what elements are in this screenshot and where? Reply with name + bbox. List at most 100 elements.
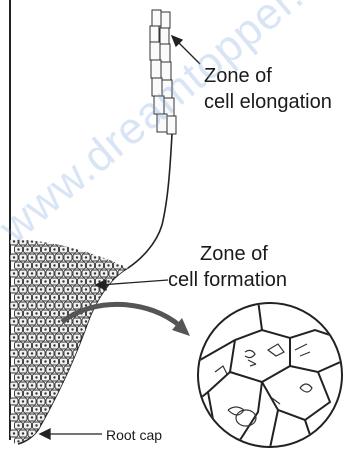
- cell: [91, 398, 99, 405]
- cell-nucleus: [49, 272, 51, 274]
- cell: [114, 374, 122, 381]
- cell-nucleus: [53, 296, 55, 298]
- cell-nucleus: [62, 376, 64, 378]
- cell: [114, 246, 122, 253]
- cell: [46, 414, 54, 421]
- cell: [96, 390, 104, 397]
- cell: [55, 238, 63, 245]
- cell-nucleus: [58, 320, 60, 322]
- cell-nucleus: [53, 440, 55, 442]
- cell-nucleus: [116, 360, 118, 362]
- cell-nucleus: [103, 368, 105, 370]
- cell: [87, 390, 95, 397]
- cell-nucleus: [112, 352, 114, 354]
- cell-nucleus: [85, 400, 87, 402]
- cell-nucleus: [13, 416, 15, 418]
- cell-nucleus: [17, 328, 19, 330]
- cell: [100, 446, 108, 453]
- cell-nucleus: [31, 272, 33, 274]
- cell: [105, 358, 113, 365]
- cell-nucleus: [121, 240, 123, 242]
- cell-nucleus: [116, 376, 118, 378]
- cell-nucleus: [89, 392, 91, 394]
- cell-nucleus: [53, 248, 55, 250]
- cell-nucleus: [103, 448, 105, 450]
- cell-nucleus: [130, 368, 132, 370]
- cell-nucleus: [53, 392, 55, 394]
- cell-nucleus: [98, 392, 100, 394]
- cell-nucleus: [13, 320, 15, 322]
- cell-nucleus: [17, 440, 19, 442]
- cell-nucleus: [103, 416, 105, 418]
- root-cap-label: Root cap: [106, 428, 162, 442]
- cell-nucleus: [134, 264, 136, 266]
- cell-nucleus: [22, 336, 24, 338]
- cell-nucleus: [26, 264, 28, 266]
- cell-nucleus: [134, 248, 136, 250]
- cell-nucleus: [80, 328, 82, 330]
- cell: [87, 358, 95, 365]
- cell-nucleus: [35, 440, 37, 442]
- cell: [127, 286, 135, 293]
- cell: [73, 398, 81, 405]
- cell-nucleus: [94, 368, 96, 370]
- cell: [132, 374, 140, 381]
- cell: [118, 334, 126, 341]
- cell: [73, 446, 81, 453]
- cell: [82, 414, 90, 421]
- cell-nucleus: [76, 320, 78, 322]
- cell-nucleus: [94, 448, 96, 450]
- cell: [118, 238, 126, 245]
- cell-nucleus: [17, 264, 19, 266]
- cell: [60, 422, 68, 429]
- cell-nucleus: [80, 264, 82, 266]
- cell-nucleus: [67, 448, 69, 450]
- cell: [82, 350, 90, 357]
- cell-nucleus: [22, 352, 24, 354]
- cell-nucleus: [62, 328, 64, 330]
- cell-nucleus: [22, 256, 24, 258]
- cell-nucleus: [17, 408, 19, 410]
- cell: [87, 406, 95, 413]
- cell: [96, 438, 104, 445]
- cell-nucleus: [49, 384, 51, 386]
- cell-nucleus: [76, 288, 78, 290]
- cell-nucleus: [13, 368, 15, 370]
- cell-nucleus: [53, 360, 55, 362]
- rootcap-arrowhead: [40, 429, 50, 439]
- cell-nucleus: [17, 376, 19, 378]
- cell-nucleus: [112, 336, 114, 338]
- cell-nucleus: [121, 400, 123, 402]
- cell-nucleus: [116, 264, 118, 266]
- cell: [87, 374, 95, 381]
- cell-nucleus: [116, 296, 118, 298]
- cell-nucleus: [80, 248, 82, 250]
- cell-nucleus: [112, 288, 114, 290]
- cell: [105, 374, 113, 381]
- cell-nucleus: [89, 296, 91, 298]
- cell-nucleus: [49, 336, 51, 338]
- cell-nucleus: [26, 360, 28, 362]
- cell-nucleus: [53, 328, 55, 330]
- cell-nucleus: [31, 432, 33, 434]
- cell-nucleus: [35, 312, 37, 314]
- cell-nucleus: [71, 344, 73, 346]
- cell-nucleus: [89, 344, 91, 346]
- cell-nucleus: [58, 400, 60, 402]
- cell: [118, 270, 126, 277]
- cell-nucleus: [22, 416, 24, 418]
- cell-nucleus: [98, 440, 100, 442]
- cell-nucleus: [13, 288, 15, 290]
- cell-nucleus: [116, 392, 118, 394]
- cell: [91, 366, 99, 373]
- cell: [78, 390, 86, 397]
- cell: [78, 422, 86, 429]
- cell-nucleus: [44, 296, 46, 298]
- cell-nucleus: [85, 272, 87, 274]
- cell-nucleus: [80, 376, 82, 378]
- cell-nucleus: [31, 352, 33, 354]
- cell-nucleus: [103, 384, 105, 386]
- cell-nucleus: [26, 312, 28, 314]
- cell-nucleus: [112, 368, 114, 370]
- cell-nucleus: [107, 344, 109, 346]
